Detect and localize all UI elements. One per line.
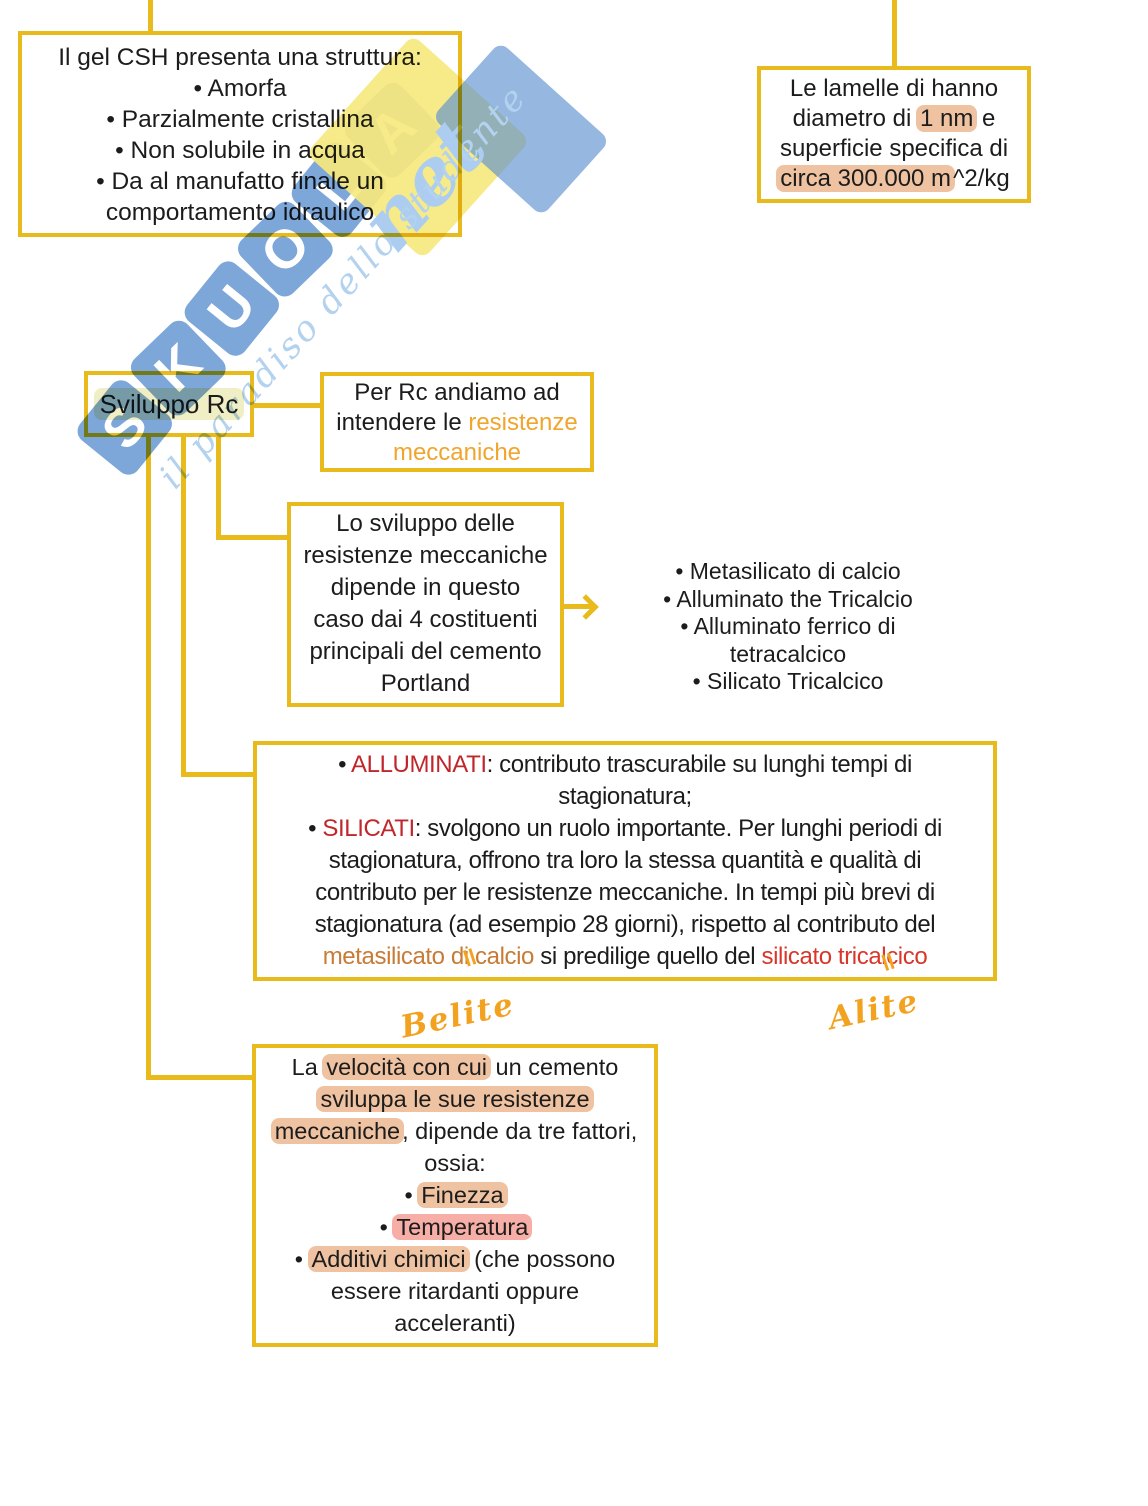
- box-sviluppo-resistenze: Lo sviluppo delle resistenze meccaniche di…: [287, 502, 564, 707]
- annotation-alite: = Alite: [825, 946, 923, 1038]
- text-line: dipende in questo: [330, 574, 521, 601]
- text-line: stagionatura (ad esempio 28 giorni), ris…: [314, 911, 936, 938]
- connector-elbow-allsil: [181, 772, 255, 777]
- connector-sviluppo-to-perrc: [252, 403, 322, 408]
- text-line: • Temperatura: [256, 1211, 654, 1243]
- box-per-rc-definizione: Per Rc andiamo ad intendere le resistenze…: [320, 372, 594, 472]
- text-line: • SILICATI: svolgono un ruolo importante…: [308, 815, 942, 842]
- annotation-belite: = Belite: [397, 942, 519, 1046]
- text-line: Portland: [380, 670, 471, 697]
- text-line: superficie specifica di: [779, 135, 1009, 162]
- text-line: acceleranti): [394, 1310, 516, 1336]
- text-line: • Finezza: [256, 1179, 654, 1211]
- text-line: • ALLUMINATI: contributo trascurabile su…: [338, 751, 912, 778]
- text-line: • Alluminato ferrico di: [680, 613, 896, 639]
- text-line: essere ritardanti oppure: [330, 1278, 580, 1304]
- text-line: • Additivi chimici (che possono: [294, 1246, 616, 1272]
- text-line: Sviluppo Rc: [88, 388, 250, 420]
- connector-vertical-to-losviluppo: [216, 434, 221, 540]
- text-line: contributo per le resistenze meccaniche.…: [315, 879, 935, 906]
- text-line: caso dai 4 costituenti: [313, 606, 538, 633]
- text-line: metasilicato di calcio si predilige quel…: [322, 943, 928, 970]
- text-line: ossia:: [424, 1150, 486, 1176]
- text-line: • Silicato Tricalcico: [692, 668, 884, 694]
- list-costituenti-cemento: • Metasilicato di calcio• Alluminato the…: [610, 558, 966, 696]
- connector-vertical-to-velocita: [146, 434, 151, 1080]
- text-line: intendere le resistenze: [336, 409, 578, 436]
- text-line: • Da al manufatto finale un: [96, 168, 384, 195]
- text-line: Le lamelle di hanno: [789, 75, 999, 102]
- text-line: tetracalcico: [729, 640, 847, 667]
- connector-top-to-csh-box: [148, 0, 153, 34]
- text-line: principali del cemento: [309, 638, 542, 665]
- text-line: stagionatura, offrono tra loro la stessa…: [328, 847, 922, 874]
- watermark-tile-letter: U: [179, 256, 284, 361]
- right-arrow-icon: [573, 594, 599, 620]
- text-line: • Non solubile in acqua: [115, 137, 365, 164]
- box-velocita-cemento: La velocità con cui un cemento sviluppa l…: [252, 1044, 658, 1347]
- text-line: meccaniche, dipende da tre fattori,: [256, 1115, 654, 1147]
- connector-vertical-to-allsil: [181, 434, 186, 777]
- box-lamelle: Le lamelle di hanno diametro di 1 nm e sup…: [757, 66, 1031, 203]
- connector-elbow-losviluppo: [216, 535, 289, 540]
- text-line: diametro di 1 nm e: [792, 105, 996, 132]
- text-line: meccaniche: [392, 439, 522, 466]
- box-sviluppo-rc: Sviluppo Rc: [84, 371, 254, 437]
- text-line: Il gel CSH presenta una struttura:: [58, 44, 422, 71]
- connector-elbow-velocita: [146, 1075, 254, 1080]
- arrow-line: [561, 604, 592, 609]
- connector-top-to-lamelle-box: [892, 0, 897, 69]
- text-line: sviluppa le sue resistenze: [256, 1083, 654, 1115]
- text-line: La velocità con cui un cemento: [291, 1054, 619, 1080]
- text-line: resistenze meccaniche: [303, 542, 548, 569]
- text-line: • Parzialmente cristallina: [106, 106, 374, 133]
- text-line: circa 300.000 m^2/kg: [761, 164, 1027, 194]
- text-line: • Amorfa: [193, 75, 287, 102]
- text-line: • Metasilicato di calcio: [675, 558, 901, 584]
- box-gel-csh: Il gel CSH presenta una struttura: • Amor…: [18, 31, 462, 237]
- box-alluminati-silicati: • ALLUMINATI: contributo trascurabile su…: [253, 741, 997, 981]
- text-line: Lo sviluppo delle: [336, 510, 515, 537]
- text-line: comportamento idraulico: [105, 199, 375, 226]
- text-line: • Alluminato the Tricalcio: [663, 585, 913, 612]
- text-line: Per Rc andiamo ad: [354, 379, 560, 406]
- text-line: stagionatura;: [558, 783, 692, 810]
